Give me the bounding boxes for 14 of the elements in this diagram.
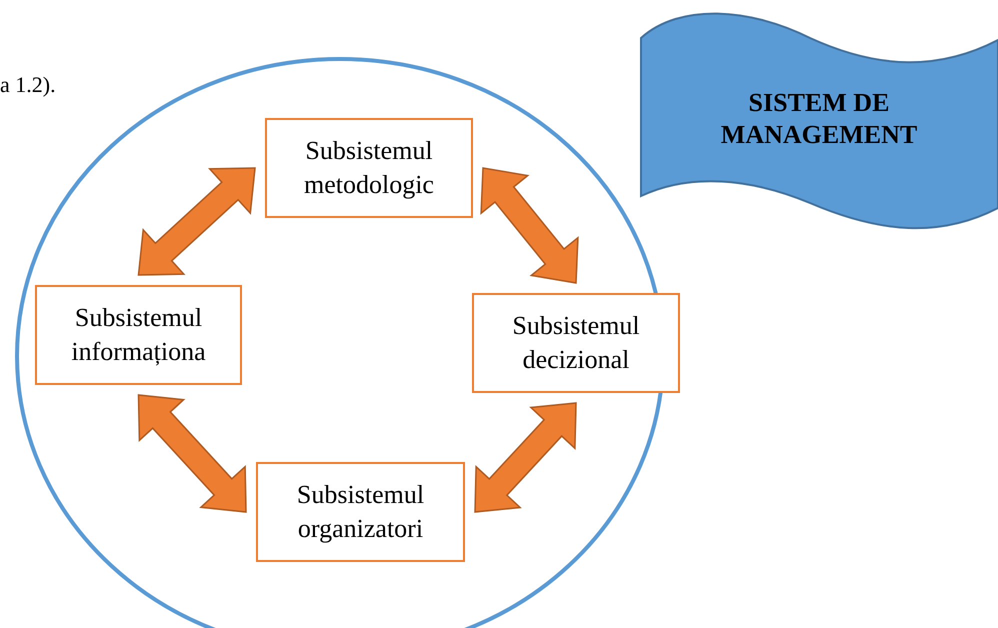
double-arrow (138, 167, 256, 276)
double-arrow (474, 402, 577, 513)
box-label: Subsistemul metodologic (303, 135, 435, 201)
box-label: Subsistemul informaționa (70, 302, 207, 368)
box-label: Subsistemul organizatori (296, 479, 426, 545)
subsystem-box (472, 293, 680, 393)
subsystem-box (35, 285, 242, 385)
note-text: a 1.2). (0, 72, 56, 98)
subsystem-box (256, 462, 465, 562)
subsystem-box (265, 118, 473, 218)
box-label: Subsistemul decizional (511, 310, 641, 376)
banner-title: SISTEM DE MANAGEMENT (720, 86, 918, 151)
double-arrow (138, 394, 247, 513)
double-arrow (480, 167, 579, 284)
